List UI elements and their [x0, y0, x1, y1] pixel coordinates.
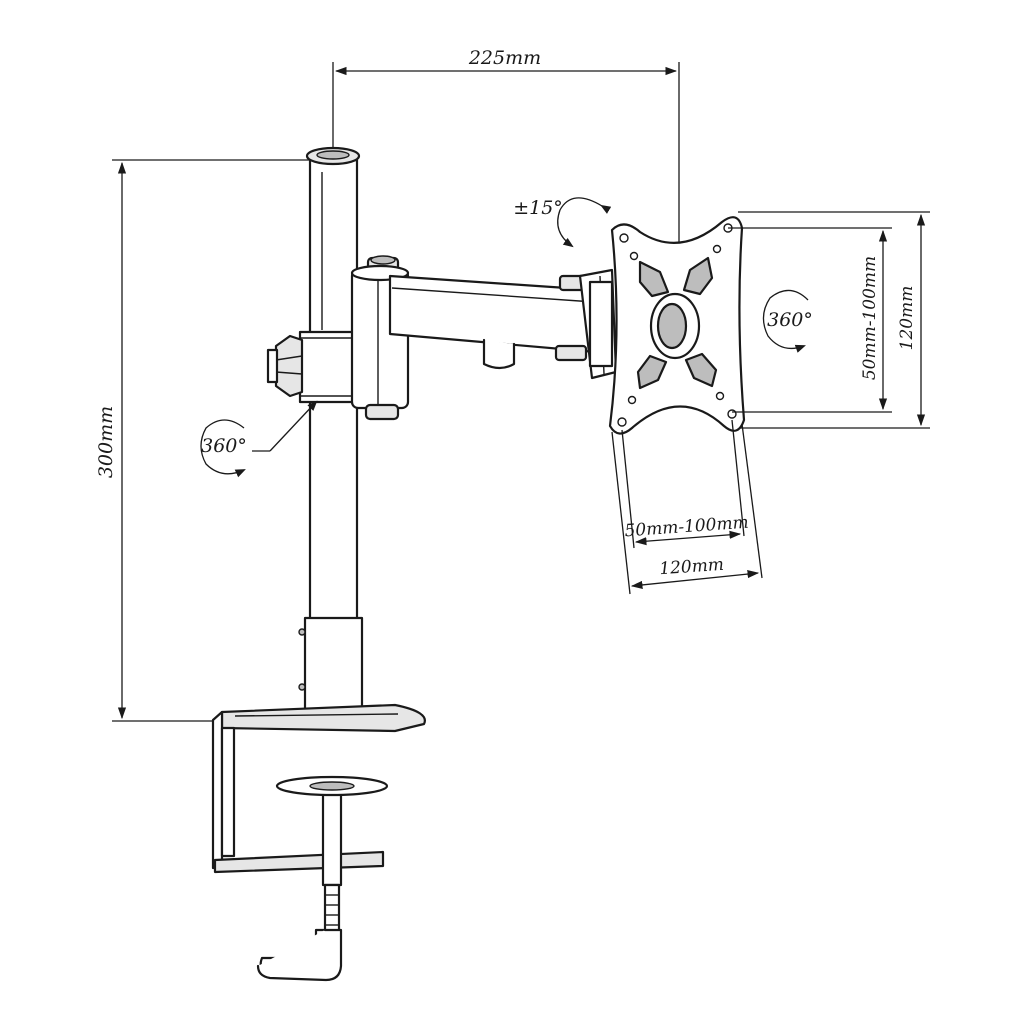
pole-rotation-label: 360° — [201, 435, 247, 457]
vesa-vertical-range-label: 50mm-100mm — [860, 256, 880, 380]
tilt-indicator: ±15° — [513, 197, 612, 248]
arm-reach-dimension: 225mm — [332, 47, 680, 245]
tilt-label: ±15° — [513, 197, 563, 219]
pole-collar — [266, 330, 357, 404]
vesa-horizontal-max-label: 120mm — [659, 555, 725, 579]
pole-height-dimension: 300mm — [95, 159, 310, 722]
plate-rotation-label: 360° — [767, 309, 813, 331]
arm-reach-label: 225mm — [468, 47, 541, 69]
plate-rotation-indicator: 360° — [762, 289, 813, 353]
vesa-horizontal-dimensions: 50mm-100mm 120mm — [611, 419, 763, 595]
arm-assembly — [350, 255, 618, 421]
vesa-horizontal-range-label: 50mm-100mm — [624, 513, 749, 542]
vesa-plate — [608, 216, 746, 435]
pole-height-label: 300mm — [95, 406, 117, 478]
pole-rotation-indicator: 360° — [200, 400, 318, 478]
desk-clamp — [211, 703, 426, 982]
pole — [298, 146, 364, 715]
vesa-vertical-max-label: 120mm — [897, 286, 917, 351]
vesa-vertical-dimensions: 50mm-100mm 120mm — [728, 211, 930, 429]
